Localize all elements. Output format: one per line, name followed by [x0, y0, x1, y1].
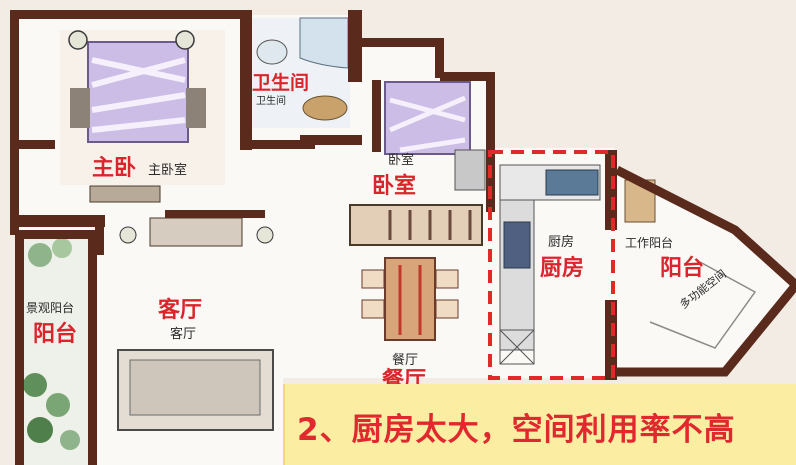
lamp-icon [175, 30, 195, 50]
desk [454, 149, 486, 191]
sink [545, 169, 599, 196]
lamp-icon [256, 226, 274, 244]
lamp-icon [68, 30, 88, 50]
living-room-sublabel: 客厅 [170, 327, 197, 342]
bathroom-label: 卫生间 [252, 72, 310, 94]
walls [10, 10, 617, 465]
bathroom-sublabel: 卫生间 [256, 96, 286, 107]
wardrobe [89, 185, 161, 203]
work-balcony-label: 阳台 [660, 256, 705, 281]
washbasin [256, 39, 288, 65]
balcony-wall [614, 165, 796, 377]
bedroom-label: 卧室 [372, 174, 417, 199]
toilet [302, 95, 348, 121]
kitchen-highlight-box [488, 150, 615, 380]
view-balcony-sublabel: 景观阳台 [26, 301, 75, 315]
master-bedroom-sublabel: 主卧室 [148, 163, 188, 178]
kitchen-sublabel: 厨房 [548, 235, 575, 250]
second-bed [384, 81, 471, 155]
view-balcony-label: 阳台 [33, 322, 78, 347]
master-bedroom-label: 主卧 [92, 156, 137, 181]
work-balcony-sublabel: 工作阳台 [625, 236, 674, 250]
kitchen-label: 厨房 [540, 256, 585, 281]
dining-room-sublabel: 餐厅 [392, 353, 419, 368]
bedroom-sublabel: 卧室 [388, 153, 415, 168]
tv-cabinet [149, 217, 243, 247]
caption-text: 2、厨房太大，空间利用率不高 [297, 412, 736, 448]
corridor-wardrobe [349, 204, 483, 246]
caption-box: 2、厨房太大，空间利用率不高 [283, 384, 796, 465]
shower [299, 17, 349, 69]
kitchen-cabinet [499, 329, 535, 365]
lamp-icon [119, 226, 137, 244]
plants [23, 238, 80, 450]
dining-table [361, 257, 459, 341]
sofa [117, 349, 274, 431]
master-bed [70, 41, 206, 143]
living-room-label: 客厅 [158, 298, 203, 323]
stove [503, 221, 531, 269]
multi-space-outline [649, 261, 757, 349]
